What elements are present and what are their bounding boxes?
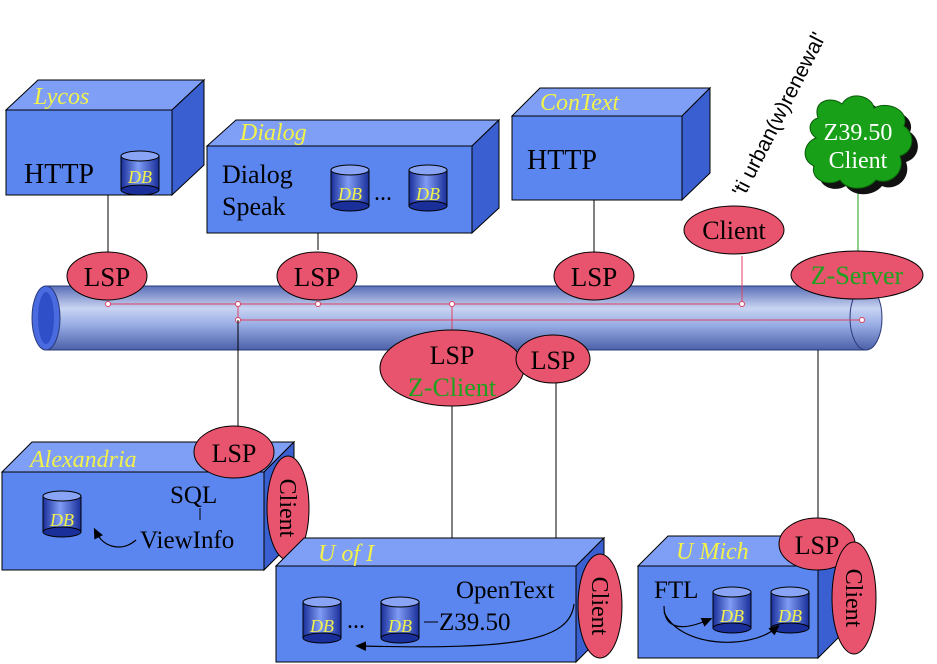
dialog-label-line1: Dialog <box>222 160 293 189</box>
context-http-label: HTTP <box>527 145 597 176</box>
pipe-link-nodes <box>105 301 865 323</box>
svg-text:DB: DB <box>309 616 334 636</box>
lsp-right-node: LSP <box>515 334 591 384</box>
dialog-db-icon-2: DB <box>408 164 448 212</box>
context-title: ConText <box>540 90 620 116</box>
uofi-db-icon-1: DB <box>302 596 342 644</box>
svg-text:DB: DB <box>49 510 74 530</box>
lycos-title: Lycos <box>33 84 89 110</box>
svg-text:DB: DB <box>719 606 744 626</box>
lsp-alexandria-node: LSP <box>193 425 275 479</box>
dialog-db-icon-1: DB <box>330 164 370 212</box>
uofi-opentext-label: OpenText <box>456 577 554 604</box>
uofi-z3950-label: Z39.50 <box>439 609 511 636</box>
cloud-line2: Client <box>829 148 888 174</box>
svg-text:DB: DB <box>415 184 440 204</box>
svg-text:LSP: LSP <box>294 262 341 292</box>
alexandria-viewinfo-label: ViewInfo <box>140 527 234 554</box>
svg-text:Client: Client <box>840 569 866 628</box>
lycos-server-box: Lycos HTTP DB <box>4 78 206 197</box>
lsp-umich-node: LSP <box>778 517 856 571</box>
client-alexandria-node: Client <box>266 455 310 561</box>
umich-db-icon-1: DB <box>712 586 752 634</box>
svg-text:LSP: LSP <box>795 531 840 560</box>
client-uofi-node: Client <box>577 553 623 659</box>
connector-lines <box>107 195 819 538</box>
alexandria-title: Alexandria <box>28 447 137 473</box>
lsp-lycos-node: LSP <box>66 251 148 301</box>
svg-text:LSP: LSP <box>571 262 618 292</box>
dialog-ellipsis: ... <box>374 180 392 206</box>
alexandria-arrow <box>93 527 137 548</box>
svg-text:LSP: LSP <box>84 262 131 292</box>
context-server-box: ConText HTTP <box>510 86 712 202</box>
svg-text:LSP: LSP <box>212 439 257 468</box>
svg-text:LSP: LSP <box>531 346 576 375</box>
uofi-arrow <box>355 603 575 651</box>
dialog-title: Dialog <box>239 120 307 146</box>
svg-text:DB: DB <box>337 184 362 204</box>
svg-text:LSP: LSP <box>430 341 475 370</box>
svg-text:DB: DB <box>387 616 412 636</box>
uofi-title: U of I <box>318 541 375 567</box>
uofi-ellipsis: ... <box>347 608 365 634</box>
umich-arrow-1 <box>663 605 713 628</box>
alexandria-db-icon: DB <box>42 490 82 538</box>
umich-db-icon-2: DB <box>770 586 810 634</box>
alexandria-sql-label: SQL <box>170 482 217 509</box>
svg-text:Client: Client <box>586 577 612 636</box>
z-server-node: Z-Server <box>790 250 924 300</box>
svg-text:Z-Client: Z-Client <box>408 373 497 402</box>
svg-text:Z-Server: Z-Server <box>811 261 904 290</box>
umich-title: U Mich <box>676 539 749 565</box>
umich-arrow-2 <box>663 611 780 643</box>
dialog-label-line2: Speak <box>222 192 286 221</box>
uofi-server-box: U of I DB ... DB Z39.50 OpenText <box>274 536 606 664</box>
client-umich-node: Client <box>831 541 877 655</box>
client-top-node: Client <box>683 205 785 255</box>
svg-text:Client: Client <box>274 479 300 538</box>
lsp-context-node: LSP <box>553 251 635 301</box>
dialog-server-box: Dialog Dialog Speak DB ... DB <box>205 118 501 235</box>
svg-text:DB: DB <box>777 606 802 626</box>
svg-text:DB: DB <box>127 167 152 187</box>
svg-text:Client: Client <box>702 216 766 245</box>
lsp-dialog-node: LSP <box>276 251 358 301</box>
pipe-links <box>108 256 862 340</box>
lycos-http-label: HTTP <box>24 159 94 190</box>
cloud-line1: Z39.50 <box>824 120 893 146</box>
lsp-zclient-node: LSP Z-Client <box>379 329 525 407</box>
z3950-client-cloud: Z39.50 Client <box>804 95 918 195</box>
uofi-db-icon-2: DB <box>380 596 420 644</box>
lycos-db-icon: DB <box>120 150 160 196</box>
umich-ftl-label: FTL <box>654 577 698 604</box>
